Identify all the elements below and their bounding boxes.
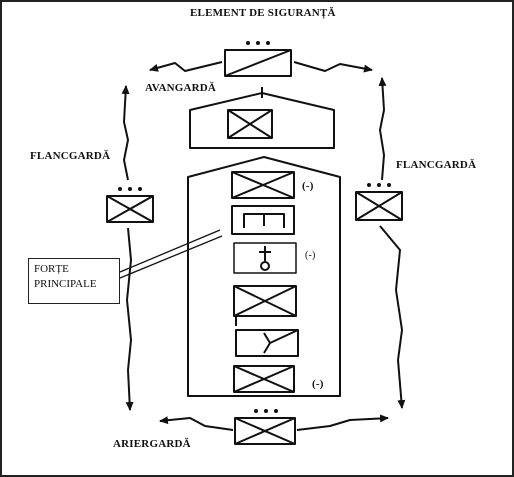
vanguard-group — [189, 87, 335, 149]
rearguard-unit — [234, 409, 296, 445]
callout-leader-1 — [119, 229, 221, 273]
flank-guard-right-label: FLANCGARDĂ — [396, 159, 477, 171]
vanguard-label: AVANGARDĂ — [145, 82, 217, 94]
main-forces-label-line2: PRINCIPALE — [34, 278, 97, 290]
rearguard-label: ARIERGARDĂ — [113, 438, 191, 450]
arrow-right-route-down — [379, 225, 406, 409]
arrow-right-route-up — [378, 77, 387, 181]
flank-guard-right-unit — [355, 183, 403, 221]
security-element-unit — [224, 41, 292, 77]
unit-marker-top: (-) — [302, 180, 314, 192]
flank-guard-left-label: FLANCGARDĂ — [30, 150, 111, 162]
main-forces-column — [187, 156, 341, 397]
arrow-security-right — [293, 61, 373, 73]
arrow-left-route-down — [125, 227, 134, 411]
arrow-left-route-up — [121, 85, 130, 181]
callout-leader-2 — [119, 235, 223, 279]
main-forces-callout: FORȚE PRINCIPALE — [28, 258, 120, 304]
unit-marker-hq: (-) — [305, 250, 316, 261]
unit-marker-bottom: (-) — [312, 378, 324, 390]
security-element-label: ELEMENT DE SIGURANȚĂ — [190, 7, 336, 19]
arrow-rearguard-right — [296, 414, 389, 431]
arrow-security-left — [149, 61, 223, 72]
arrow-rearguard-left — [159, 416, 234, 431]
flank-guard-left-unit — [106, 187, 154, 223]
main-forces-label-line1: FORȚE — [34, 263, 69, 275]
